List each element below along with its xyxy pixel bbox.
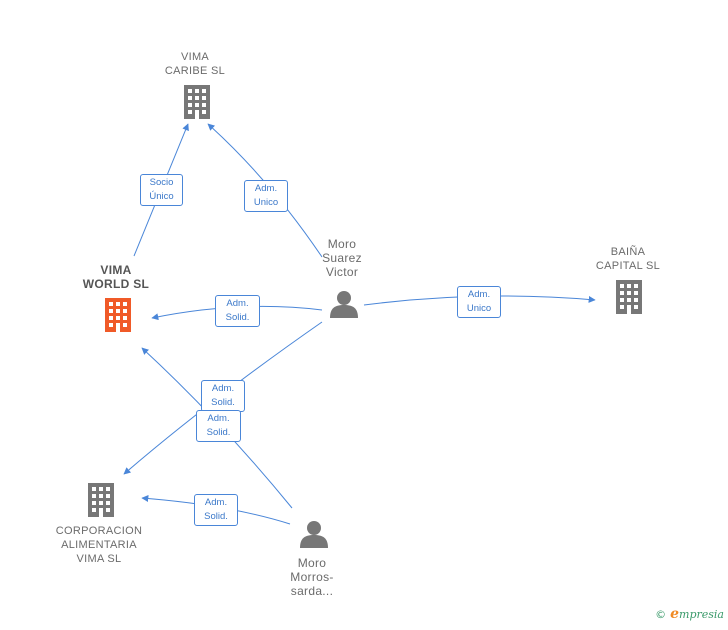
vima-world-label[interactable]: VIMA WORLD SL [82,263,150,291]
brand-initial: e [670,606,680,622]
vima-world-building-icon[interactable] [105,298,131,332]
edge-label-adm-unico-caribe: Adm. Unico [244,180,288,212]
baina-capital-building-icon[interactable] [616,280,642,314]
edge-label-adm-solid-morros: Adm. Solid. [196,410,241,442]
empresia-logo: ©empresia [655,606,724,622]
corporacion-label[interactable]: CORPORACION ALIMENTARIA VIMA SL [55,525,143,565]
edge-label-adm-solid-world: Adm. Solid. [215,295,260,327]
moro-morros-person-icon[interactable] [300,521,328,548]
edge-label-socio-unico: Socio Único [140,174,183,206]
edge-label-adm-solid-corp: Adm. Solid. [201,380,245,412]
corporacion-building-icon[interactable] [88,483,114,517]
edge-label-adm-unico-baina: Adm. Unico [457,286,501,318]
baina-capital-label[interactable]: BAIÑA CAPITAL SL [595,246,661,272]
brand-name: mpresia [679,608,724,621]
vima-caribe-label[interactable]: VIMA CARIBE SL [164,51,226,77]
moro-suarez-person-icon[interactable] [330,291,358,318]
vima-caribe-building-icon[interactable] [184,85,210,119]
moro-morros-label[interactable]: Moro Morros- sarda... [290,556,334,598]
copyright-symbol: © [655,608,667,621]
moro-suarez-label[interactable]: Moro Suarez Victor [322,237,362,279]
edge-label-adm-solid-corp2: Adm. Solid. [194,494,238,526]
